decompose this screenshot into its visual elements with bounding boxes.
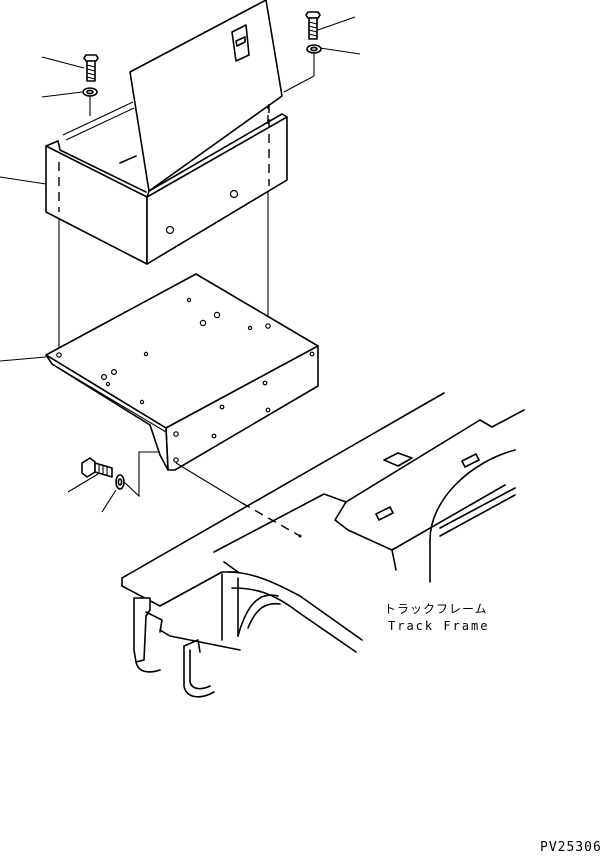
lid-latch	[231, 24, 250, 62]
washer-top-left	[82, 87, 98, 97]
track-frame-label-en: Track Frame	[388, 619, 490, 633]
bolt-top-left	[83, 54, 99, 82]
toolbox	[45, 0, 288, 265]
drawing-number: PV25306	[540, 840, 602, 855]
washer-bottom	[115, 474, 125, 490]
track-frame-label-jp: トラックフレーム	[384, 602, 488, 616]
track-frame	[121, 392, 525, 698]
bottom-alignment	[123, 451, 302, 538]
bolt-top-right	[305, 11, 321, 40]
washer-top-right	[306, 44, 322, 54]
bolt-bottom	[81, 457, 113, 478]
bracket-plate	[45, 273, 319, 471]
leader-lines	[0, 16, 361, 513]
